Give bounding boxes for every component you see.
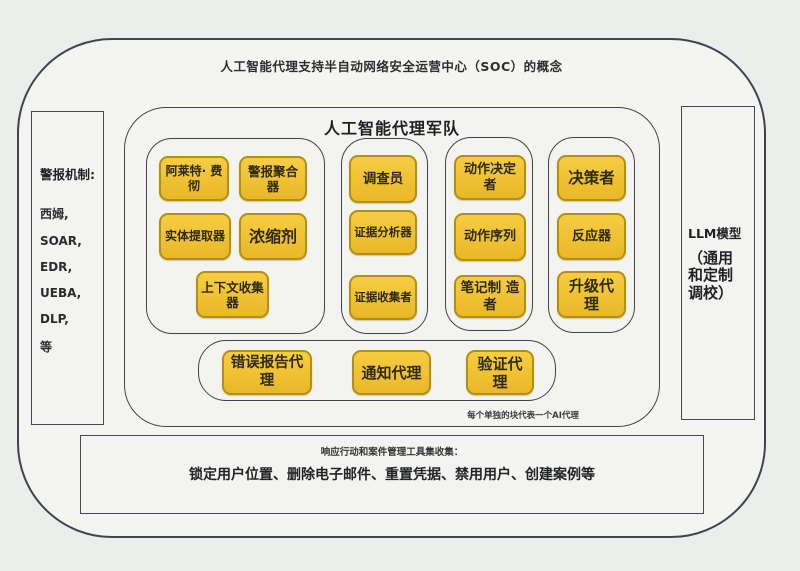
agent-block-caption: 每个单独的块代表一个AI代理 xyxy=(467,411,579,421)
ai-agent-army-container: 人工智能代理军队 阿莱特· 费彻 警报聚合 器 实体提取器 浓缩剂 上下文收集 … xyxy=(124,107,660,427)
alert-source-edr: EDR, xyxy=(40,260,73,274)
agent-validation: 验证代理 xyxy=(466,350,534,395)
agent-escalation-agent: 升级代理 xyxy=(557,271,626,318)
agent-reactor: 反应器 xyxy=(557,213,626,260)
agent-alert-aggregator: 警报聚合 器 xyxy=(239,156,307,201)
alert-source-soar: SOAR, xyxy=(40,234,82,248)
llm-models-heading: LLM模型 xyxy=(688,226,742,241)
response-tools-panel: 响应行动和案件管理工具集收集： 锁定用户位置、删除电子邮件、重置凭据、禁用用户、… xyxy=(80,435,704,514)
action-agent-group: 动作决定 者 动作序列 笔记制 造者 xyxy=(445,137,533,331)
agent-condenser: 浓缩剂 xyxy=(239,213,307,260)
llm-models-panel: LLM模型 （通用 和定制 调校） xyxy=(681,106,755,420)
response-tools-body: 锁定用户位置、删除电子邮件、重置凭据、禁用用户、创建案例等 xyxy=(189,467,595,483)
response-tools-heading: 响应行动和案件管理工具集收集： xyxy=(320,447,464,458)
ingest-agent-group: 阿莱特· 费彻 警报聚合 器 实体提取器 浓缩剂 上下文收集 器 xyxy=(146,138,325,334)
agent-investigator: 调查员 xyxy=(349,155,417,203)
agent-error-report: 错误报告代理 xyxy=(222,350,312,395)
llm-models-subtext: （通用 和定制 调校） xyxy=(688,249,734,302)
agent-context-collector: 上下文收集 器 xyxy=(196,271,269,318)
alert-mechanisms-heading: 警报机制: xyxy=(40,167,95,182)
reporting-agent-group: 错误报告代理 通知代理 验证代理 xyxy=(198,340,556,401)
alert-source-siem: 西姆, xyxy=(40,207,69,221)
agent-action-sequencer: 动作序列 xyxy=(454,213,526,261)
agent-note-maker: 笔记制 造者 xyxy=(454,275,526,318)
alert-source-ueba: UEBA, xyxy=(40,286,82,300)
diagram-outer-frame: 人工智能代理支持半自动网络安全运营中心（SOC）的概念 警报机制: 西姆, SO… xyxy=(17,38,766,538)
diagram-title: 人工智能代理支持半自动网络安全运营中心（SOC）的概念 xyxy=(220,59,563,74)
investigation-agent-group: 调查员 证据分析器 证据收集者 xyxy=(341,138,428,334)
ai-agent-army-title: 人工智能代理军队 xyxy=(323,119,460,138)
agent-entity-extractor: 实体提取器 xyxy=(159,213,231,260)
agent-evidence-collector: 证据收集者 xyxy=(349,275,417,320)
alert-mechanisms-panel: 警报机制: 西姆, SOAR, EDR, UEBA, DLP, 等 xyxy=(31,111,104,425)
agent-action-decider: 动作决定 者 xyxy=(454,155,526,200)
agent-decision-maker: 决策者 xyxy=(557,155,626,201)
agent-notification: 通知代理 xyxy=(352,350,431,395)
alert-source-etc: 等 xyxy=(40,340,53,354)
decision-agent-group: 决策者 反应器 升级代理 xyxy=(548,137,635,333)
agent-evidence-analyzer: 证据分析器 xyxy=(349,210,417,255)
alert-source-dlp: DLP, xyxy=(40,312,69,326)
agent-alert-fetcher: 阿莱特· 费彻 xyxy=(159,156,229,201)
